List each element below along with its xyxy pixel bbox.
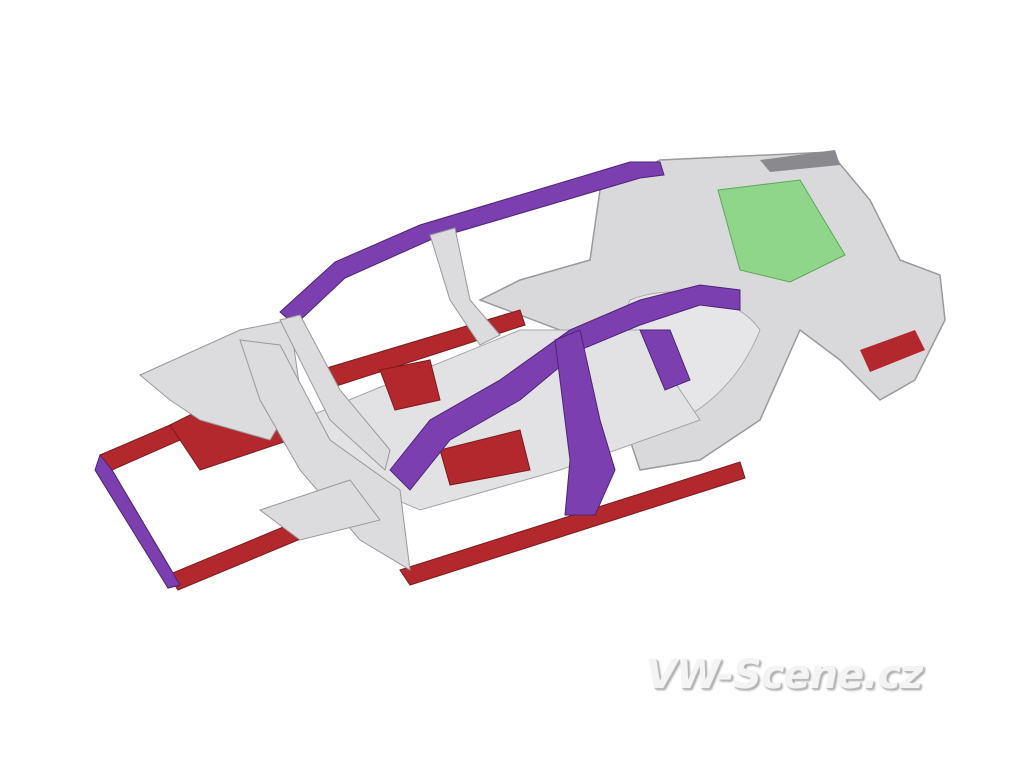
purple-structure [94, 161, 741, 589]
watermark-logo: VW-Scene.cz [646, 652, 923, 698]
green-panel [717, 179, 846, 283]
rear-red-part [860, 330, 925, 372]
front-steel [139, 227, 501, 571]
